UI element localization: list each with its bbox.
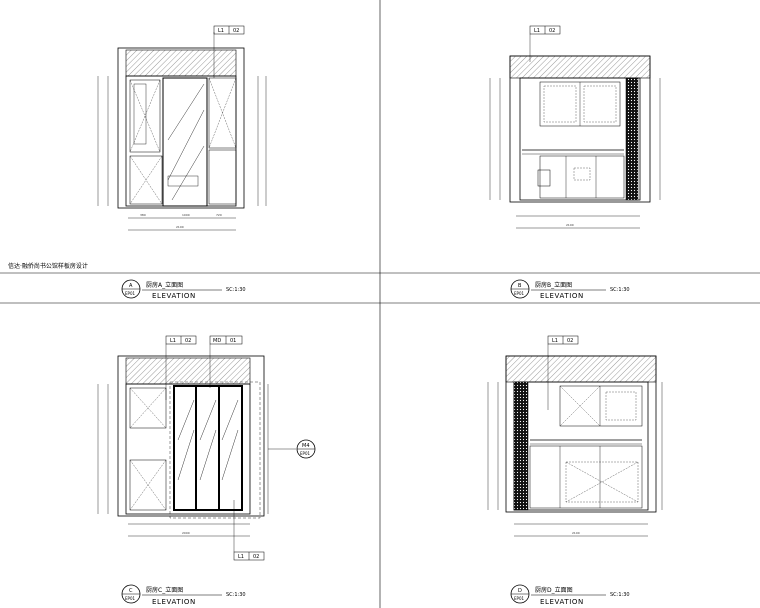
- caption-b-sheet: EP01: [514, 291, 524, 296]
- elevation-b: 2100 L1 02: [489, 25, 661, 229]
- elevation-a: 380 1000 720 2100 L1 02: [97, 25, 267, 231]
- svg-text:380: 380: [140, 213, 146, 217]
- project-note: 信达·融侨尚书公馆样板房设计: [8, 262, 88, 270]
- tag-c3-right: 02: [253, 554, 259, 560]
- caption-d-title: 厨房D_立面图: [535, 586, 573, 594]
- caption-d-letter: D: [518, 588, 522, 594]
- tag-c2-top: MD: [213, 338, 221, 344]
- tag-a-right: 02: [233, 28, 239, 34]
- caption-d-sheet: EP01: [514, 596, 524, 601]
- tag-b-top: L1: [534, 28, 540, 34]
- caption-a: A EP01 厨房A_立面图 ELEVATION SC:1:30: [121, 279, 246, 300]
- tag-a-top: L1: [218, 28, 224, 34]
- caption-a-scale: SC:1:30: [226, 287, 246, 293]
- caption-b-letter: B: [518, 283, 522, 289]
- caption-c-letter: C: [129, 588, 133, 594]
- caption-a-title: 厨房A_立面图: [146, 281, 183, 289]
- tag-d-right: 02: [567, 338, 573, 344]
- caption-c-subtitle: ELEVATION: [152, 598, 196, 606]
- svg-text:1000: 1000: [182, 213, 190, 217]
- caption-c-title: 厨房C_立面图: [146, 586, 183, 594]
- svg-text:2100: 2100: [566, 223, 574, 227]
- side-callout-top: M4: [302, 443, 310, 449]
- svg-text:2100: 2100: [176, 225, 184, 229]
- tag-c1-right: 02: [185, 338, 191, 344]
- svg-text:2000: 2000: [182, 531, 190, 535]
- caption-d-subtitle: ELEVATION: [540, 598, 584, 606]
- tag-c2-right: 01: [230, 338, 236, 344]
- caption-b: B EP01 厨房B_立面图 ELEVATION SC:1:30: [510, 279, 630, 300]
- tag-c1-top: L1: [170, 338, 176, 344]
- caption-c: C EP01 厨房C_立面图 ELEVATION SC:1:30: [121, 584, 246, 606]
- caption-d-scale: SC:1:30: [610, 592, 630, 598]
- caption-a-subtitle: ELEVATION: [152, 292, 196, 300]
- svg-text:2100: 2100: [572, 531, 580, 535]
- elevation-d: 2100 L1 02: [487, 335, 663, 537]
- side-callout-bottom: EP01: [300, 451, 310, 456]
- svg-text:720: 720: [216, 213, 222, 217]
- caption-d: D EP01 厨房D_立面图 ELEVATION SC:1:30: [510, 584, 630, 606]
- caption-a-letter: A: [129, 283, 133, 289]
- tag-d-top: L1: [552, 338, 558, 344]
- caption-b-subtitle: ELEVATION: [540, 292, 584, 300]
- tag-c3-top: L1: [238, 554, 244, 560]
- caption-c-sheet: EP01: [125, 596, 135, 601]
- caption-c-scale: SC:1:30: [226, 592, 246, 598]
- caption-b-scale: SC:1:30: [610, 287, 630, 293]
- elevation-c: 2000 L1 02 MD 01 L1 02 M4 EP01: [97, 335, 316, 561]
- tag-b-right: 02: [549, 28, 555, 34]
- caption-a-sheet: EP01: [125, 291, 135, 296]
- caption-b-title: 厨房B_立面图: [535, 281, 572, 289]
